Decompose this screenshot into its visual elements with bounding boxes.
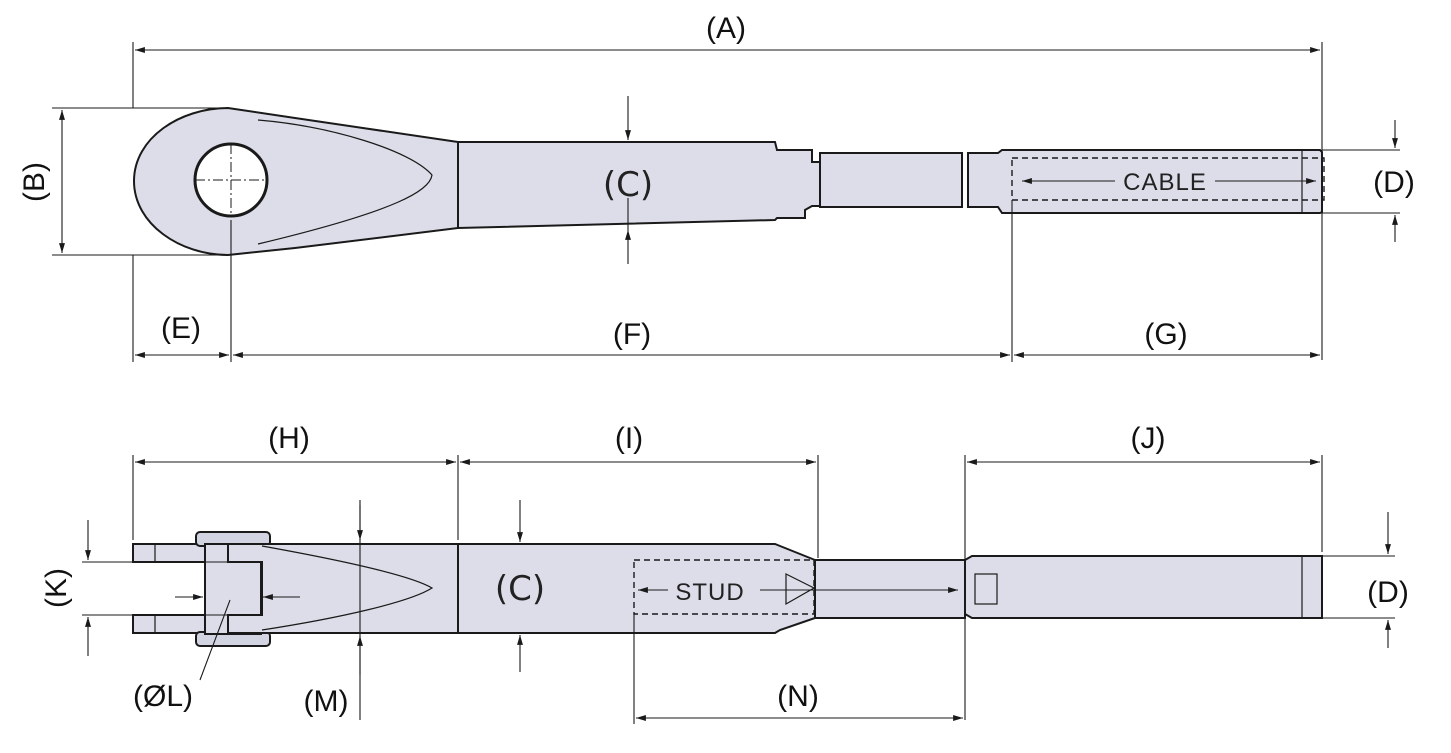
label-b: (B) [18, 162, 51, 202]
stud-label: STUD [675, 579, 744, 606]
eye-terminal-view: CABLE [132, 106, 1325, 257]
fork-groove [261, 545, 434, 631]
label-i: (I) [615, 422, 643, 455]
label-g: (G) [1144, 318, 1187, 351]
cable-label: CABLE [1123, 169, 1207, 196]
label-l: (ØL) [133, 680, 193, 713]
fork-body [227, 543, 459, 634]
label-n: (N) [777, 680, 819, 713]
label-k: (K) [40, 568, 73, 608]
fork-prong-top [132, 543, 209, 563]
label-c-top: (C) [603, 165, 653, 205]
label-m: (M) [304, 685, 349, 718]
label-d-bottom: (D) [1367, 576, 1409, 609]
dim-l-leader [199, 599, 231, 681]
fork-prong-bottom [132, 614, 209, 634]
fork-neck [814, 559, 966, 619]
eye-groove [257, 119, 433, 245]
bottom-dimensions: (H) (I) (J) (K) (ØL) (M) (C) (D) (N) [40, 422, 1409, 724]
label-a: (A) [706, 12, 746, 45]
fork-terminal-view: STUD [132, 531, 1323, 647]
eye-neck [819, 152, 963, 208]
cable-hidden [1011, 157, 1325, 201]
top-dimensions: (A) (B) (C) (D) (E) (F) (G) [18, 12, 1415, 362]
label-j: (J) [1131, 422, 1166, 455]
stud-tip [785, 573, 816, 606]
socket-hex [974, 573, 998, 605]
label-h: (H) [268, 422, 310, 455]
label-f: (F) [613, 318, 651, 351]
socket-body [964, 555, 1323, 619]
label-d-top: (D) [1373, 166, 1415, 199]
label-c-bottom: (C) [495, 569, 545, 609]
stud-hidden [633, 559, 815, 615]
eye-body [457, 141, 821, 230]
label-e: (E) [161, 312, 201, 345]
eye-head [132, 106, 459, 257]
